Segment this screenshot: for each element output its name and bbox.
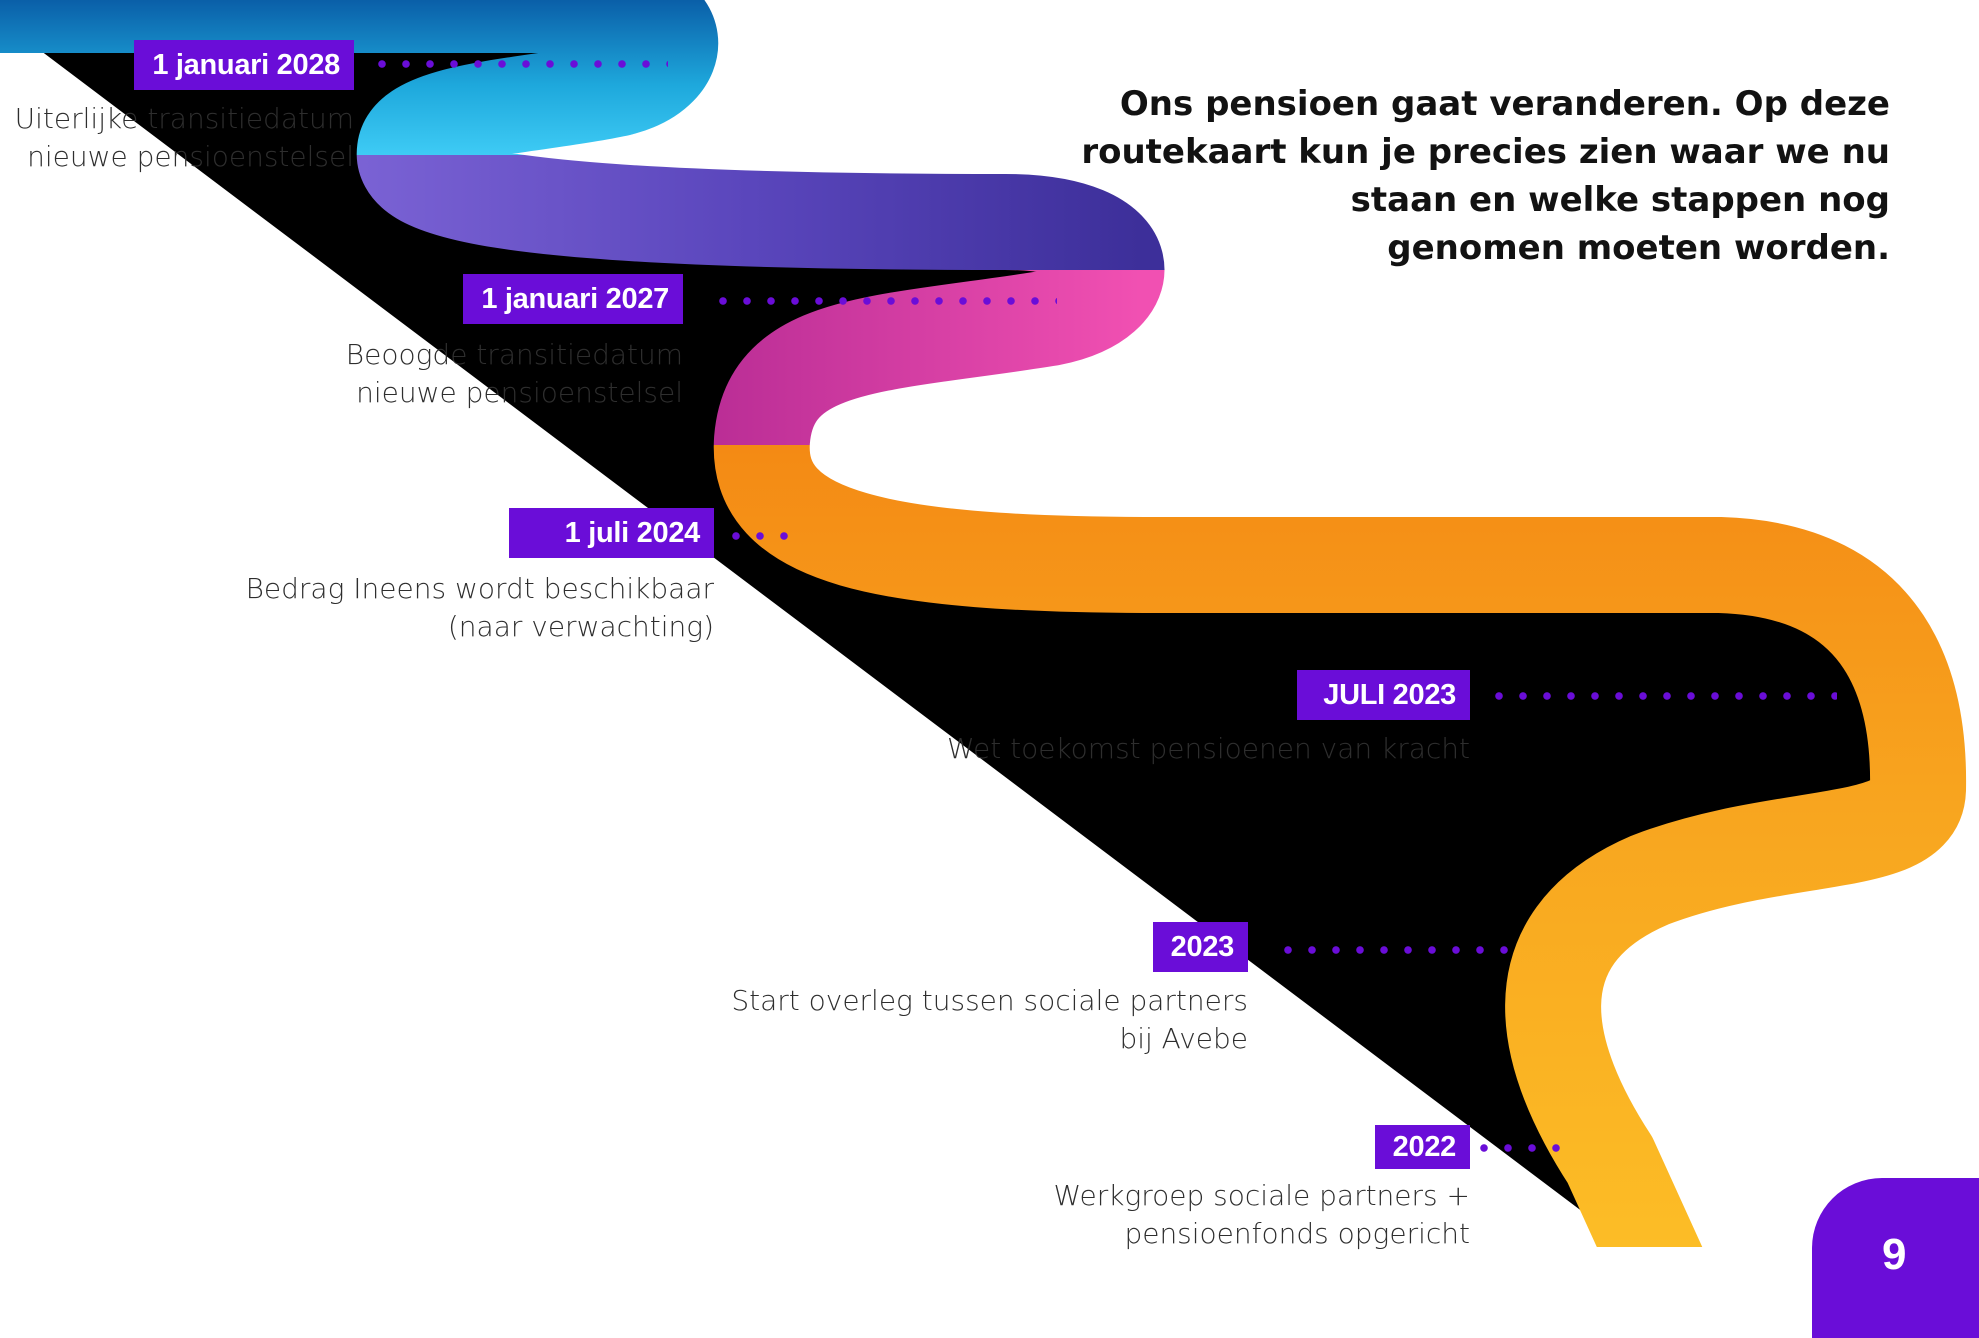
milestone-date-badge: JULI 2023 bbox=[1297, 670, 1470, 720]
milestone-description: Uiterlijke transitiedatum nieuwe pensioe… bbox=[14, 102, 354, 173]
page-number: 9 bbox=[1882, 1230, 1907, 1279]
milestone-2022: 2022 Werkgroep sociale partners + pensio… bbox=[1053, 1125, 1470, 1253]
milestone-description: Bedrag Ineens wordt beschikbaar (naar ve… bbox=[245, 572, 714, 643]
milestone-date-badge: 2023 bbox=[1152, 922, 1248, 972]
milestone-connector-dots bbox=[711, 297, 1057, 305]
milestone-juli-2023: JULI 2023 Wet toekomst pensioenen van kr… bbox=[947, 670, 1470, 768]
milestone-connector-dots bbox=[1276, 946, 1522, 954]
intro-text: Ons pensioen gaat veranderen. Op deze ro… bbox=[1081, 84, 1890, 268]
milestone-juli-2024: 1 juli 2024 Bedrag Ineens wordt beschikb… bbox=[246, 508, 714, 646]
milestone-description: Start overleg tussen sociale partners bi… bbox=[731, 984, 1248, 1055]
milestone-date-badge: 1 juli 2024 bbox=[508, 508, 714, 558]
milestone-description: Beoogde transitiedatum nieuwe pensioenst… bbox=[345, 338, 683, 409]
milestone-connector-dots bbox=[1472, 1144, 1564, 1152]
milestone-date-badge: 1 januari 2028 bbox=[134, 40, 354, 90]
milestone-description: Werkgroep sociale partners + pensioenfon… bbox=[1053, 1179, 1470, 1250]
milestone-date-badge: 1 januari 2027 bbox=[463, 274, 683, 324]
page-number-badge: 9 bbox=[1812, 1178, 1979, 1338]
milestone-connector-dots bbox=[370, 60, 668, 68]
milestone-connector-dots bbox=[724, 532, 804, 540]
milestone-connector-dots bbox=[1487, 692, 1837, 700]
milestone-2027: 1 januari 2027 Beoogde transitiedatum ni… bbox=[346, 274, 683, 412]
milestone-date-badge: 2022 bbox=[1374, 1125, 1470, 1169]
milestone-2028: 1 januari 2028 Uiterlijke transitiedatum… bbox=[15, 40, 354, 176]
milestone-2023: 2023 Start overleg tussen sociale partne… bbox=[731, 922, 1248, 1058]
milestone-description: Wet toekomst pensioenen van kracht bbox=[946, 732, 1470, 765]
